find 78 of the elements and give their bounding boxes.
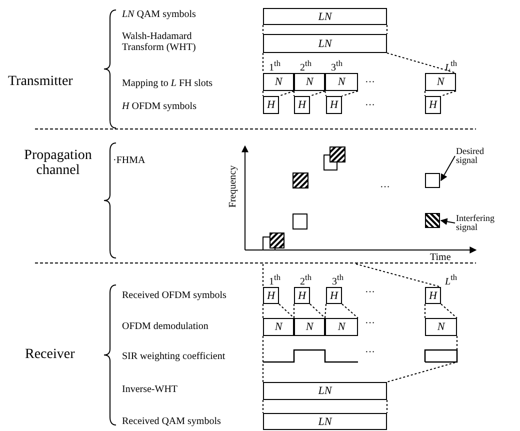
slot-ordinal: 2$^{th}$ (300, 60, 312, 74)
row-label: Received QAM symbols (122, 416, 221, 427)
slot-ordinal: 3$^{th}$ (332, 274, 344, 288)
block-box: N (263, 318, 294, 336)
projection-line (262, 24, 264, 34)
projection-line (324, 304, 326, 318)
ellipsis: ··· (365, 347, 375, 358)
slot-ordinal: 1$^{th}$ (269, 274, 280, 288)
projection-line (278, 90, 294, 96)
projection-line (342, 304, 358, 318)
block-box: LN (263, 413, 387, 430)
projection-line (356, 264, 442, 288)
axis-label: Frequency (228, 165, 239, 208)
projection-line (386, 24, 388, 34)
slot-ordinal: 3$^{th}$ (331, 60, 342, 74)
callout-text: Interfering signal (456, 213, 512, 233)
projection-line (440, 90, 456, 96)
row-label: Mapping to L FH slots (122, 78, 213, 89)
projection-line (262, 52, 264, 74)
row-label: OFDM demodulation (122, 321, 208, 332)
row-label: LN QAM symbols (122, 9, 196, 20)
section-label: Receiver (25, 347, 75, 362)
projection-line (386, 336, 458, 382)
projection-line (262, 264, 264, 288)
leader-arrow (440, 156, 456, 182)
projection-line (262, 90, 264, 96)
projection-line (424, 304, 426, 318)
block-box: LN (263, 382, 387, 400)
row-label: Walsh-Hadamard Transform (WHT) (122, 31, 197, 53)
block-box: H (425, 287, 441, 304)
row-label: SIR weighting coefficient (122, 351, 226, 362)
projection-line (262, 400, 264, 414)
slot-ordinal: L$^{th}$ (445, 274, 458, 288)
projection-line (262, 336, 264, 382)
row-label: H OFDM symbols (122, 101, 196, 112)
block-box: N (263, 73, 294, 91)
projection-line (262, 304, 264, 318)
projection-line (310, 90, 326, 96)
block-box: N (425, 73, 456, 91)
block-box: N (294, 318, 325, 336)
block-box: H (294, 96, 310, 114)
row-label: Inverse-WHT (122, 384, 178, 395)
projection-line (386, 52, 456, 74)
block-box: H (263, 96, 279, 114)
projection-line (310, 304, 326, 318)
ellipsis: ··· (365, 318, 375, 329)
projection-line (342, 90, 358, 96)
projection-line (386, 400, 388, 414)
row-label: Received OFDM symbols (122, 290, 226, 301)
ellipsis: ··· (380, 182, 390, 193)
projection-line (440, 304, 458, 318)
axis-label: Time (430, 252, 451, 263)
block-box: H (425, 96, 441, 114)
leader-arrow (440, 218, 456, 226)
section-label: Transmitter (8, 74, 73, 90)
projection-line (278, 304, 294, 318)
block-box: N (325, 318, 358, 336)
section-label: Propagation channel (23, 148, 93, 179)
row-label: ·FHMA (113, 155, 146, 166)
block-box: N (325, 73, 358, 91)
ellipsis: ··· (365, 287, 375, 298)
projection-line (324, 90, 326, 96)
projection-line (424, 90, 426, 96)
block-box: LN (263, 34, 387, 53)
slot-ordinal: 1$^{th}$ (269, 60, 280, 74)
block-box: LN (263, 8, 387, 25)
block-box: H (294, 287, 310, 304)
block-box: H (263, 287, 279, 304)
callout-text: Desired signal (456, 146, 496, 166)
block-box: N (294, 73, 325, 91)
block-box: H (326, 287, 342, 304)
ellipsis: ··· (365, 100, 375, 111)
ellipsis: ··· (365, 77, 375, 88)
slot-ordinal: 2$^{th}$ (300, 274, 312, 288)
signal-square (425, 173, 440, 188)
block-box: N (425, 318, 457, 336)
hatched-signal-square (425, 213, 440, 228)
block-box: H (326, 96, 342, 114)
